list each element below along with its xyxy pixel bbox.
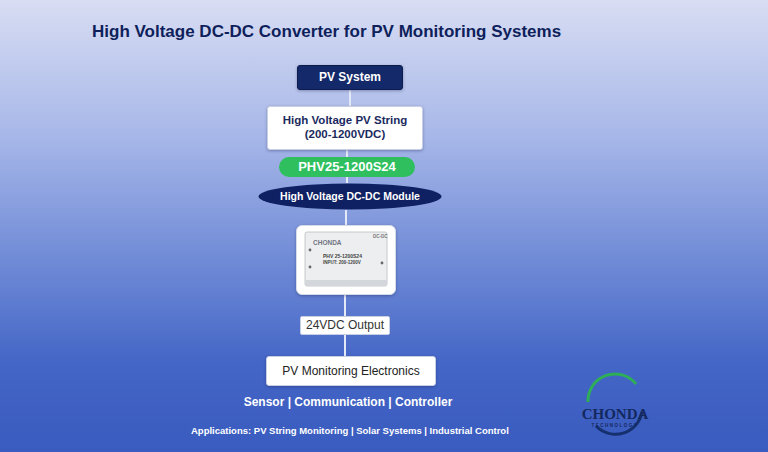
company-logo bbox=[570, 372, 660, 438]
connector-line bbox=[344, 295, 346, 316]
node-text: 24VDC Output bbox=[306, 318, 384, 332]
connector-line bbox=[346, 150, 348, 157]
ellipse-shape bbox=[259, 184, 442, 210]
device-marking: PHV 25-1200S24 bbox=[323, 254, 362, 259]
connector-line bbox=[345, 210, 347, 225]
node-text: High Voltage DC-DC Module bbox=[280, 190, 420, 203]
diagram-title: High Voltage DC-DC Converter for PV Moni… bbox=[92, 22, 561, 42]
process-box: 24VDC Output bbox=[300, 316, 390, 335]
module-body bbox=[305, 232, 387, 286]
node-text: PHV25-1200S24 bbox=[298, 159, 396, 175]
pin-mark bbox=[381, 262, 384, 265]
note-text: Applications: PV String Monitoring | Sol… bbox=[191, 425, 509, 436]
process-box: PHV25-1200S24 bbox=[279, 157, 415, 177]
connector-line bbox=[349, 90, 351, 106]
connector-line bbox=[344, 335, 346, 356]
note-text: Sensor | Communication | Controller bbox=[244, 395, 453, 409]
logo-text: TECHNOLOGY bbox=[592, 423, 639, 428]
logo-text: CHONDA bbox=[582, 406, 649, 423]
module-base bbox=[305, 280, 387, 286]
device-marking: DC-DC bbox=[373, 235, 388, 240]
device-marking: CHONDA bbox=[313, 240, 342, 247]
logo-arc bbox=[588, 374, 636, 402]
connector-line bbox=[346, 177, 348, 183]
pin-mark bbox=[309, 249, 312, 252]
process-box: PV System bbox=[297, 65, 403, 90]
module-ellipse: High Voltage DC-DC Module bbox=[258, 183, 442, 210]
device-marking: INPUT: 200-1200V bbox=[323, 261, 361, 266]
node-text: High Voltage PV String (200-1200VDC) bbox=[270, 114, 420, 142]
pin-mark bbox=[309, 266, 312, 269]
node-text: PV System bbox=[319, 70, 381, 84]
process-box: PV Monitoring Electronics bbox=[266, 356, 436, 386]
process-box: High Voltage PV String (200-1200VDC) bbox=[267, 106, 423, 150]
node-text: PV Monitoring Electronics bbox=[282, 364, 419, 378]
